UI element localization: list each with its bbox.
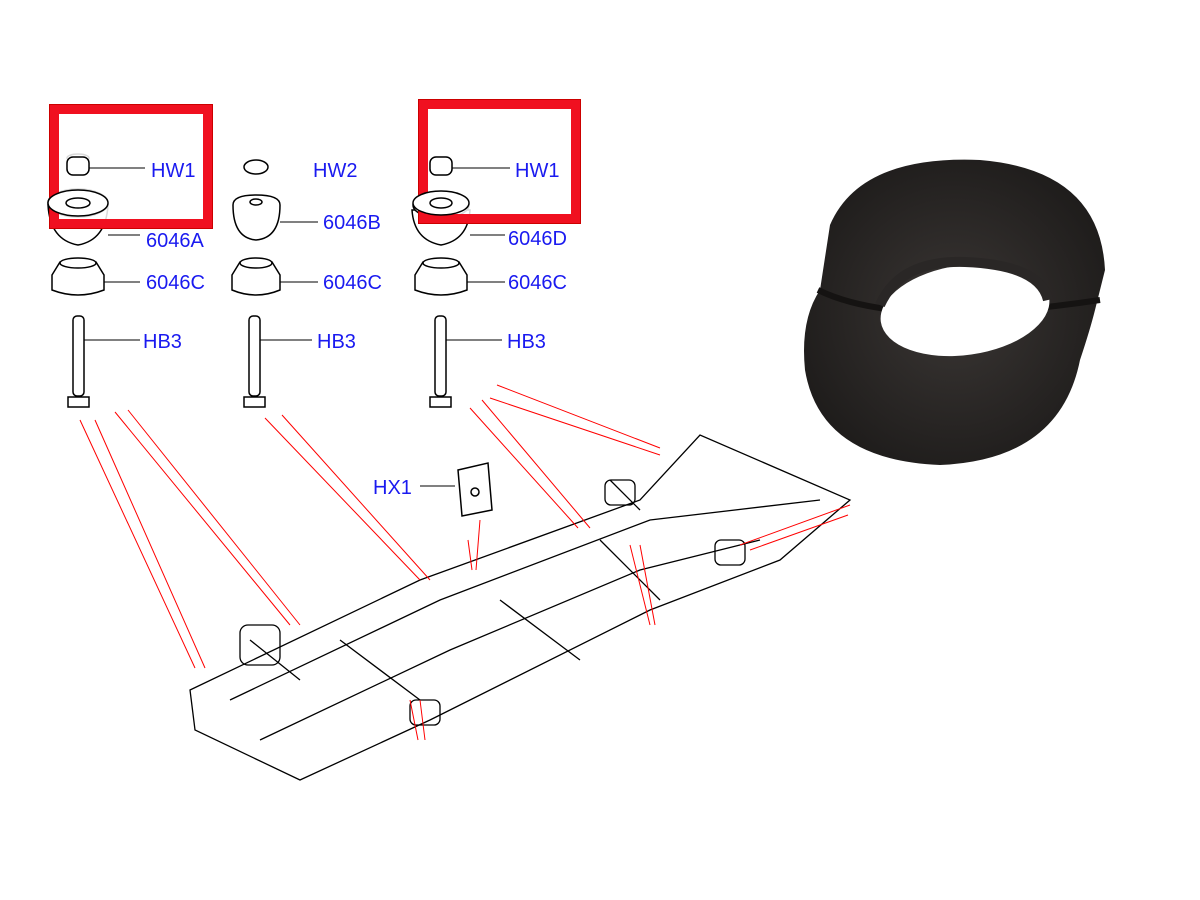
label-hw1: HW1 (515, 160, 560, 182)
lower-insulator-part (51, 257, 105, 296)
label-hb3: HB3 (317, 331, 356, 353)
bolt-part (243, 315, 266, 408)
label-6046c: 6046C (323, 272, 382, 294)
label-hw2: HW2 (313, 160, 358, 182)
label-hx1: HX1 (373, 477, 412, 499)
lower-insulator-part (231, 257, 281, 296)
label-6046c: 6046C (508, 272, 567, 294)
label-6046c: 6046C (146, 272, 205, 294)
bracket-part (457, 462, 493, 517)
bolt-part (67, 315, 90, 408)
label-6046d: 6046D (508, 228, 567, 250)
lower-insulator-part (414, 257, 468, 296)
label-hw1: HW1 (151, 160, 196, 182)
bolt-part (429, 315, 452, 408)
washer-part (243, 159, 269, 175)
label-hb3: HB3 (143, 331, 182, 353)
label-6046a: 6046A (146, 230, 204, 252)
label-6046b: 6046B (323, 212, 381, 234)
chassis-frame (189, 434, 852, 781)
body-mount-part (232, 194, 281, 241)
reference-lines (79, 384, 851, 741)
label-hb3: HB3 (507, 331, 546, 353)
